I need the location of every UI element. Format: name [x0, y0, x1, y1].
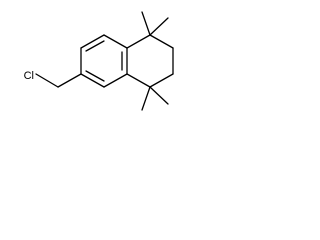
chloromethyl-group: Cl — [24, 70, 82, 88]
ch2-bond — [57, 73, 82, 88]
sat-bond-top-left — [126, 34, 151, 49]
methyl-bottom-2 — [149, 86, 169, 105]
aromatic-ring — [80, 34, 128, 88]
ring-bond-bottom-left — [80, 73, 105, 88]
ring-double-bond-top — [85, 40, 105, 52]
chlorine-atom-label: Cl — [24, 70, 34, 82]
methyl-top-1 — [141, 11, 151, 36]
sat-bond-bottom-right — [149, 73, 174, 88]
methyl-groups — [141, 11, 169, 111]
molecule-structure-diagram: Cl — [24, 11, 174, 111]
methyl-top-2 — [149, 17, 169, 36]
c-cl-bond — [35, 73, 59, 88]
methyl-bottom-1 — [141, 86, 151, 111]
ring-bond-top-left — [80, 34, 105, 49]
sat-bond-top-right — [149, 34, 174, 49]
ring-bond-bottom-right — [103, 73, 128, 88]
ring-double-bond-bottom — [85, 70, 105, 82]
sat-bond-bottom-left — [126, 73, 151, 88]
ring-bond-top-right — [103, 34, 128, 49]
saturated-ring — [126, 34, 174, 88]
